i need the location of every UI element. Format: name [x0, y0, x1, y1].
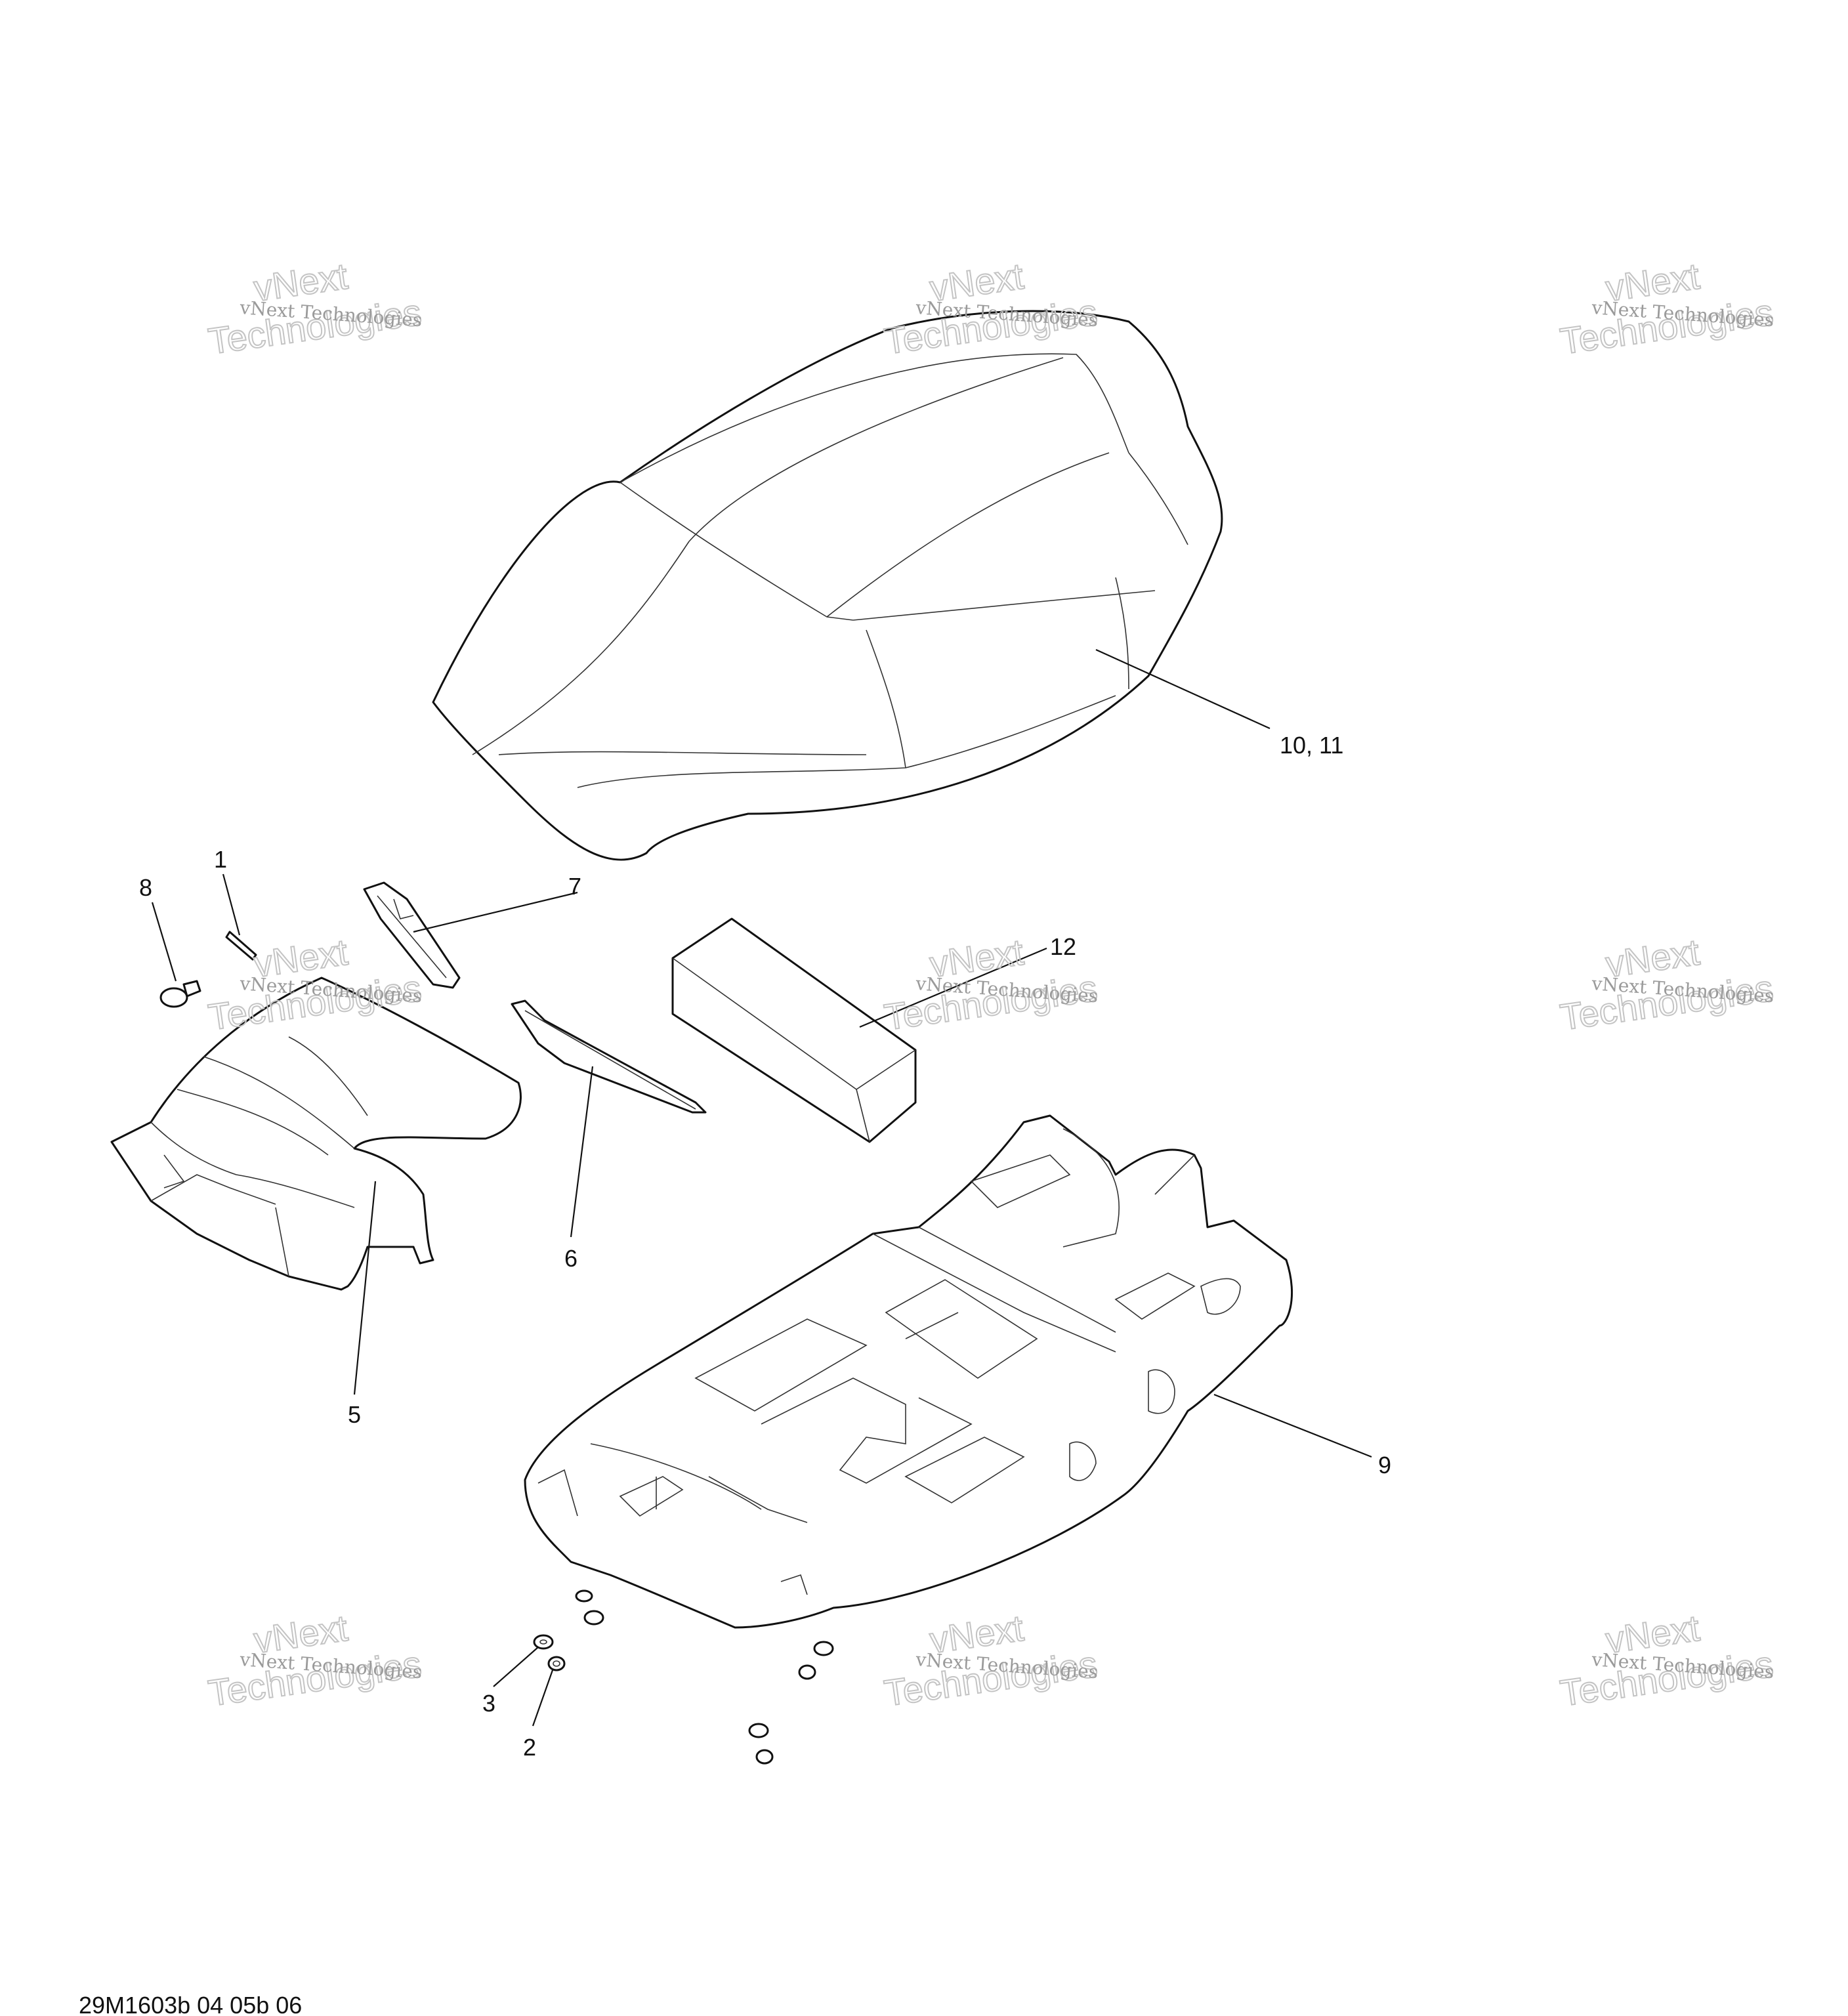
callout-8: 8	[139, 874, 152, 901]
callout-3: 3	[482, 1690, 495, 1717]
drawing-code: 29M1603b 04 05b 06	[79, 1992, 302, 2016]
callout-6: 6	[564, 1245, 578, 1272]
leader-lines	[151, 648, 1372, 1727]
hardware-set-mid	[575, 1589, 834, 1765]
callout-9: 9	[1378, 1452, 1391, 1479]
seat-front-panel	[110, 976, 522, 1291]
seat-base	[524, 1114, 1293, 1629]
callout-1: 1	[214, 846, 227, 873]
callout-2: 2	[523, 1734, 536, 1761]
pin-fastener	[225, 931, 257, 961]
callout-labels: 10, 11 12 7 6 5 9 1 8 3 2	[139, 732, 1391, 1761]
callout-7: 7	[568, 873, 581, 900]
callout-5: 5	[348, 1401, 361, 1428]
bracket-lower	[511, 999, 707, 1114]
nut-2	[547, 1656, 566, 1671]
seat-cover	[432, 310, 1223, 861]
callout-12: 12	[1050, 933, 1076, 960]
callout-10-11: 10, 11	[1280, 732, 1343, 759]
foam-block	[671, 917, 917, 1143]
bracket-upper	[363, 881, 461, 989]
watermark-grid: vNext Technologies vNext Technologies vN…	[205, 255, 1776, 1715]
washer-3	[533, 1634, 554, 1650]
push-rivet	[159, 980, 201, 1008]
